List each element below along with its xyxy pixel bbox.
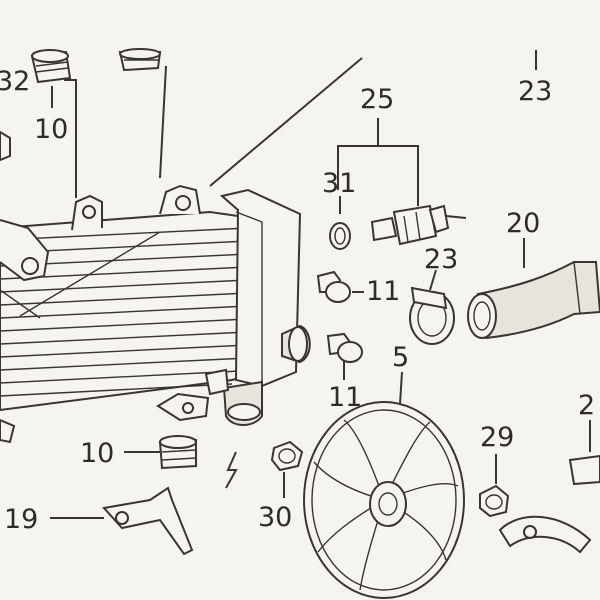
callout-10: 10 — [80, 438, 114, 469]
water-hose — [467, 261, 600, 340]
callout-19: 19 — [4, 504, 38, 535]
callout-10: 10 — [34, 114, 68, 145]
thermo-switch — [370, 204, 467, 246]
callout-30: 30 — [258, 502, 292, 533]
callout-2: 2 — [578, 390, 595, 421]
callout-32: 32 — [0, 66, 30, 97]
radiator — [0, 130, 311, 444]
callout-31: 31 — [322, 168, 356, 199]
leader-lines — [50, 50, 591, 519]
callout-29: 29 — [480, 422, 514, 453]
callout-5: 5 — [392, 342, 409, 373]
misc-parts — [102, 440, 600, 556]
callout-11: 11 — [366, 276, 400, 307]
callout-labels: 32 10 25 23 31 20 23 11 5 11 2 29 10 19 … — [0, 66, 595, 535]
callout-25: 25 — [360, 84, 394, 115]
callout-11: 11 — [328, 382, 362, 413]
bolts — [316, 270, 363, 363]
callout-20: 20 — [506, 208, 540, 239]
callout-23: 23 — [518, 76, 552, 107]
cooling-fan — [303, 401, 465, 599]
rubber-mounts — [30, 48, 197, 470]
o-ring — [329, 222, 351, 250]
hose-clamp — [409, 286, 455, 345]
callout-23: 23 — [424, 244, 458, 275]
